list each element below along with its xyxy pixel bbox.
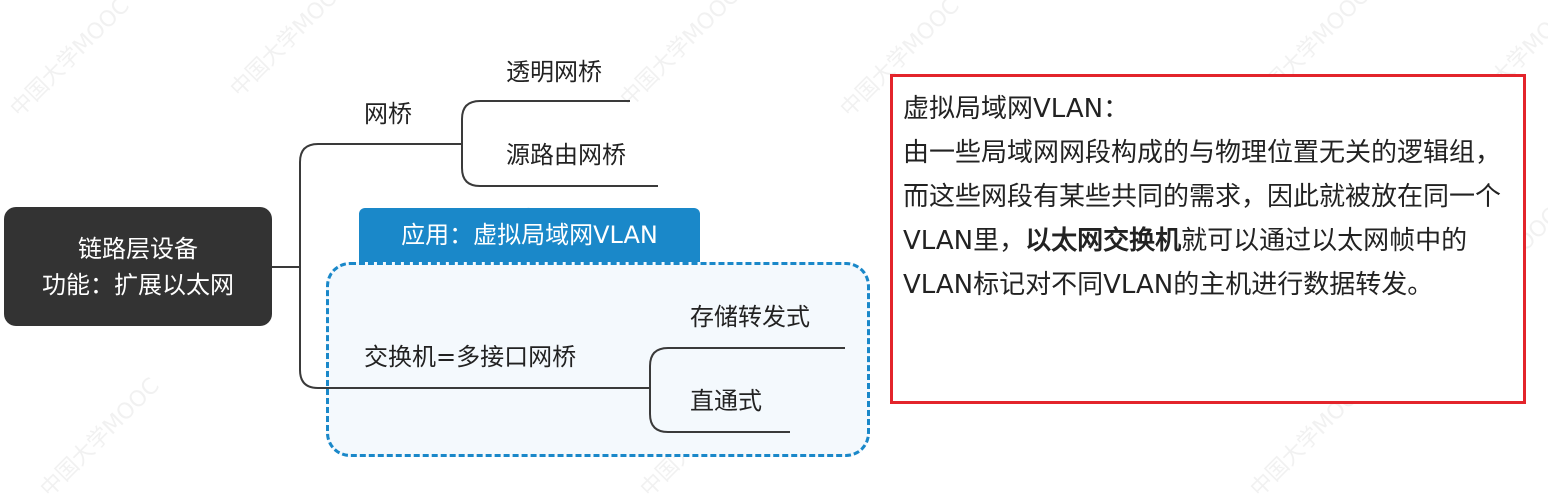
connector-root-bridge [299, 143, 650, 389]
node-transparent-bridge: 透明网桥 [506, 58, 602, 86]
node-bridge: 网桥 [364, 100, 412, 128]
connector-switch-children [649, 347, 845, 433]
root-title: 链路层设备 [78, 234, 198, 263]
note-body: 由一些局域网网段构成的与物理位置无关的逻辑组，而这些网段有某些共同的需求，因此就… [903, 131, 1517, 307]
connector-bridge-children [461, 100, 658, 187]
vlan-group-frame [326, 262, 870, 457]
vlan-note-box: 虚拟局域网VLAN： 由一些局域网网段构成的与物理位置无关的逻辑组，而这些网段有… [890, 74, 1526, 404]
node-store-and-forward: 存储转发式 [690, 303, 810, 331]
node-cut-through: 直通式 [690, 387, 762, 415]
note-body-part2: 就可以通过以太网帧中的VLAN标记对不同VLAN的主机进行数据转发。 [903, 226, 1468, 300]
node-source-route-bridge: 源路由网桥 [506, 141, 626, 169]
note-body-part1: 由一些局域网网段构成的与物理位置无关的逻辑组，而这些网段有某些共同的需求，因此就… [903, 138, 1502, 256]
root-node-link-layer-devices: 链路层设备 功能：扩展以太网 [4, 207, 272, 326]
application-tab: 应用：虚拟局域网VLAN [359, 208, 700, 263]
connector-lines [272, 100, 845, 433]
root-subtitle: 功能：扩展以太网 [42, 270, 234, 299]
node-switch: 交换机=多接口网桥 [364, 343, 577, 371]
note-body-bold: 以太网交换机 [1025, 226, 1182, 256]
note-title: 虚拟局域网VLAN： [903, 94, 1130, 124]
